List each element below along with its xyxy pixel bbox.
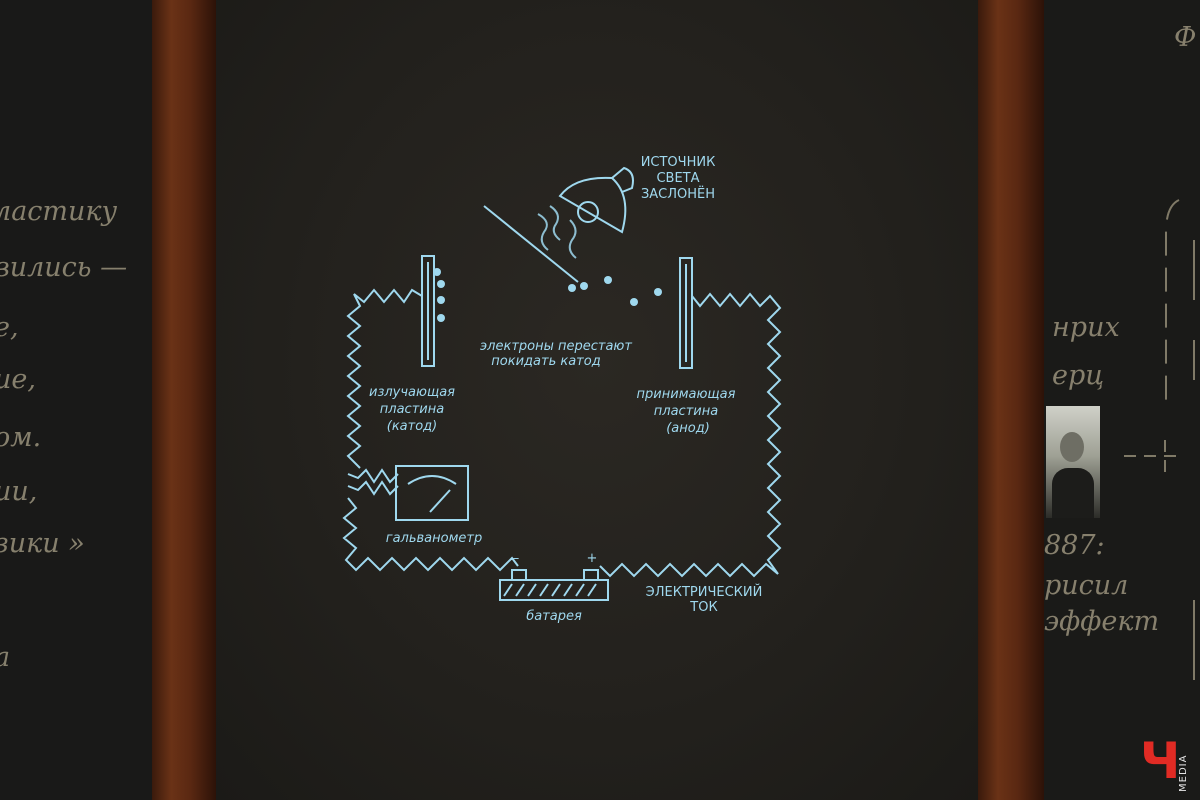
anode-plate [679, 257, 693, 369]
cathode-plate [421, 255, 435, 367]
galvanometer-label: гальванометр [386, 531, 482, 546]
anode-label-1: принимающая [637, 387, 736, 402]
cathode-label-1: излучающая [369, 385, 455, 400]
wooden-frame-left [152, 0, 216, 800]
battery-plus-sign: + [587, 551, 598, 566]
media-logo: Ч MEDIA [1140, 736, 1196, 796]
light-source-label-3: ЗАСЛОНЁН [641, 186, 715, 202]
chalk-text: 887: [1044, 530, 1105, 561]
cathode-label-3: (катод) [387, 419, 437, 434]
left-chalkboard: ластику вились — е, ие, ом. ии, зики » а [0, 0, 152, 800]
battery-label: батарея [526, 609, 582, 624]
spring-wire [347, 468, 399, 496]
wooden-frame-right [978, 0, 1044, 800]
chalk-text: а [0, 642, 10, 673]
chalk-strokes [1124, 199, 1195, 680]
cathode-label-2: пластина [380, 402, 444, 417]
current-label-2: ТОК [689, 600, 717, 615]
galvanometer-icon [395, 465, 469, 521]
chalk-text: ерц [1052, 360, 1105, 391]
circuit-wire [342, 288, 782, 578]
electrons-label-1: электроны перестают [480, 339, 632, 354]
current-label-1: ЭЛЕКТРИЧЕСКИЙ [646, 584, 763, 600]
battery-icon [499, 569, 609, 601]
chalk-text: нрих [1052, 312, 1120, 343]
logo-letter: Ч [1140, 732, 1181, 790]
portrait-photo [1046, 406, 1100, 518]
anode-label-2: пластина [654, 404, 718, 419]
chalk-text: Ф [1174, 22, 1197, 53]
logo-word: MEDIA [1178, 754, 1189, 792]
electron-dots [433, 268, 662, 322]
chalk-text: ии, [0, 476, 38, 507]
chalk-text: эффект [1044, 606, 1160, 637]
right-chalkboard: Ф нрих ерц 887: рисил эффект [1044, 0, 1200, 800]
chalk-text: рисил [1044, 570, 1129, 601]
anode-label-3: (анод) [666, 421, 710, 436]
battery-minus-sign: – [513, 551, 520, 566]
electrons-label-2: покидать катод [491, 354, 600, 369]
lamp-icon [537, 166, 634, 259]
chalk-text: ом. [0, 422, 42, 453]
light-shield [483, 205, 579, 283]
chalk-text: е, [0, 312, 19, 343]
chalk-text: ластику [0, 196, 118, 227]
light-source-label-1: ИСТОЧНИК [641, 155, 716, 170]
light-source-label-2: СВЕТА [656, 171, 699, 186]
chalk-text: зики » [0, 528, 85, 559]
chalk-text: вились — [0, 252, 128, 283]
projection-screen [216, 0, 978, 800]
chalk-text: ие, [0, 364, 36, 395]
